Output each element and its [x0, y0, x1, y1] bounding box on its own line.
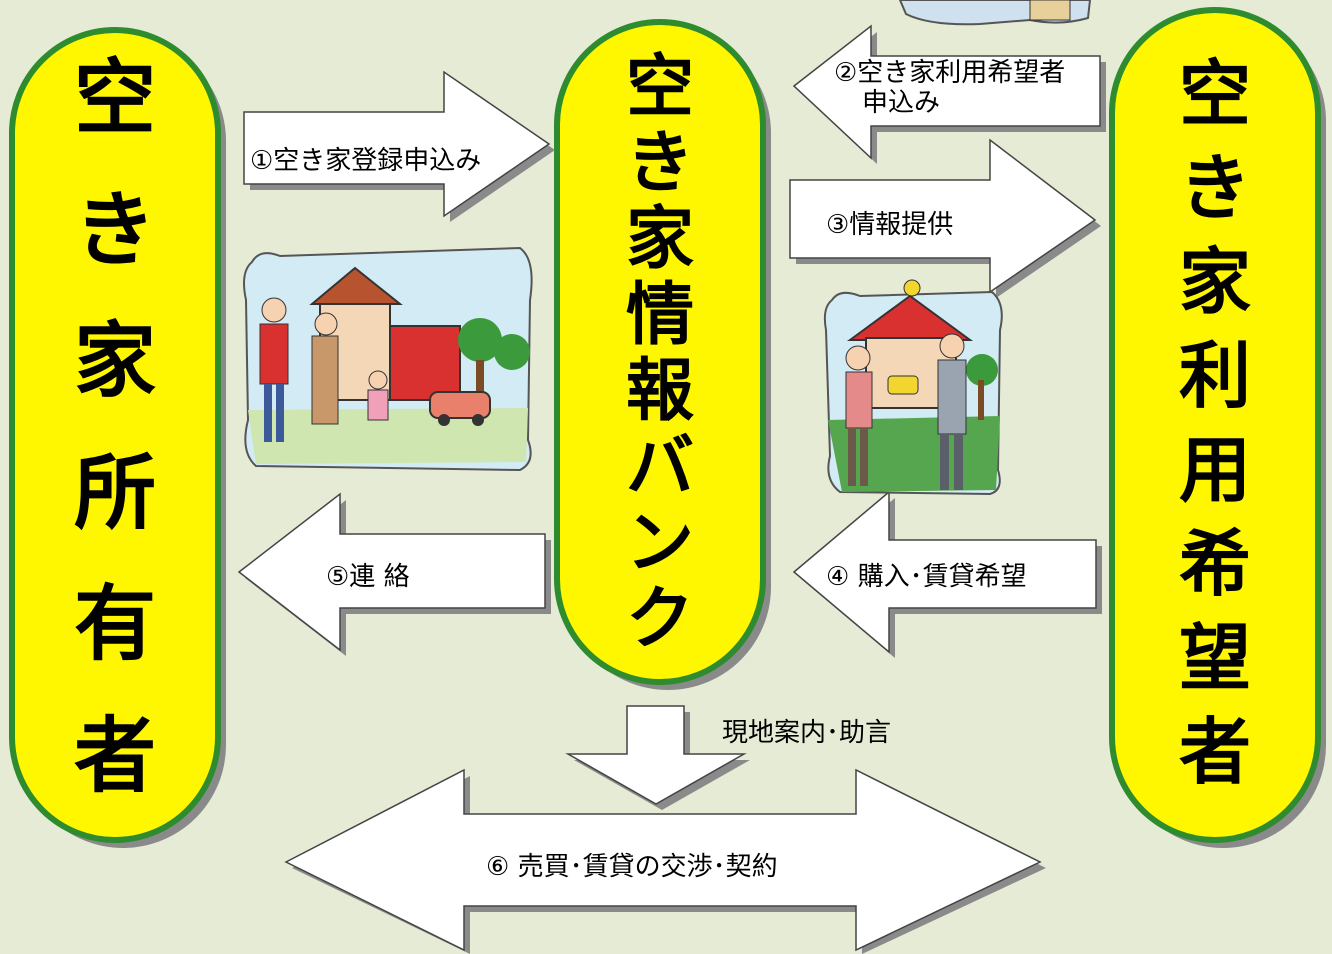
contact-arrow	[237, 492, 546, 652]
user-pill	[1109, 7, 1321, 843]
purchase-label: ④ 購入･賃貸希望	[826, 562, 1027, 592]
pill-character: 望	[1178, 616, 1251, 700]
top-partial-illustration	[898, 0, 1092, 26]
pill-character: 報	[625, 352, 694, 431]
owner-label: 空き家所有者	[12, 58, 218, 798]
pill-character: 希	[1178, 522, 1251, 606]
pill-character: 所	[73, 445, 156, 541]
negotiate-arrow	[284, 768, 1042, 952]
family-house-illustration	[243, 246, 533, 472]
user-label: 空き家利用希望者	[1112, 58, 1318, 788]
register-label: ①空き家登録申込み	[250, 146, 482, 176]
pill-character: バ	[625, 428, 694, 507]
pill-character: ク	[625, 580, 694, 659]
pill-character: 家	[625, 200, 694, 279]
pill-character: 情	[625, 276, 694, 355]
pill-character: 者	[1178, 710, 1251, 794]
pill-character: 利	[1178, 334, 1251, 418]
pill-character: 者	[73, 708, 156, 804]
register-arrow	[243, 70, 551, 218]
info-label: ③情報提供	[826, 210, 954, 240]
guide-label: 現地案内･助言	[722, 718, 892, 748]
pill-character: 家	[73, 314, 156, 410]
pill-character: 空	[1178, 52, 1251, 136]
pill-character: 用	[1178, 428, 1251, 512]
pill-character: き	[625, 124, 694, 203]
pill-character: 家	[1178, 240, 1251, 324]
pill-character: ン	[625, 504, 694, 583]
bank-pill	[554, 19, 766, 685]
pill-character: 空	[625, 48, 694, 127]
owner-pill	[9, 27, 221, 843]
info-arrow	[789, 138, 1097, 294]
apply-arrow	[792, 24, 1101, 160]
apply-label-line2: 申込み	[862, 88, 941, 118]
guide-arrow	[565, 705, 747, 805]
contact-label: ⑤連 絡	[326, 562, 410, 592]
pill-character: き	[73, 182, 156, 278]
negotiate-label: ⑥ 売買･賃貸の交渉･契約	[486, 852, 778, 882]
key-handover-illustration	[823, 279, 1003, 496]
apply-label-line1: ②空き家利用希望者	[834, 58, 1066, 88]
pill-character: 有	[73, 577, 156, 673]
pill-character: 空	[73, 51, 156, 146]
bank-label: 空き家情報バンク	[557, 54, 763, 654]
purchase-arrow	[792, 490, 1097, 654]
pill-character: き	[1178, 146, 1251, 230]
